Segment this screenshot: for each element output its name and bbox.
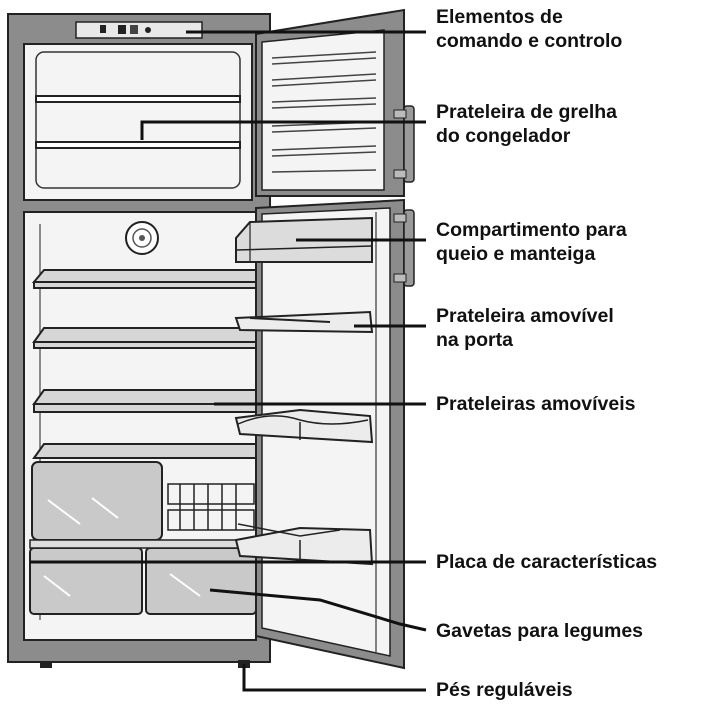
label-cheese-butter: Compartimento para queio e manteiga bbox=[436, 218, 627, 266]
label-freezer-grid-line1: Prateleira de grelha bbox=[436, 101, 618, 123]
label-feet: Pés reguláveis bbox=[436, 679, 573, 701]
label-cheese-butter-line1: Compartimento para bbox=[436, 219, 627, 241]
label-shelves: Prateleiras amovíveis bbox=[436, 393, 636, 415]
label-cheese-butter-line2: queio e manteiga bbox=[436, 243, 596, 265]
label-controls: Elementos de comando e controlo bbox=[436, 5, 622, 53]
control-panel bbox=[75, 21, 203, 39]
label-door-shelf-line1: Prateleira amovível bbox=[436, 305, 614, 327]
label-freezer-grid-line2: do congelador bbox=[436, 125, 571, 147]
label-door-shelf: Prateleira amovível na porta bbox=[436, 304, 614, 352]
door-shelves bbox=[234, 310, 374, 566]
freezer-grid-shelf bbox=[35, 95, 241, 103]
label-freezer-grid: Prateleira de grelha do congelador bbox=[436, 100, 617, 148]
freezer-door-handle bbox=[403, 105, 415, 183]
foot-left bbox=[40, 662, 52, 668]
fridge-door-handle bbox=[403, 209, 415, 287]
label-controls-line1: Elementos de bbox=[436, 6, 563, 28]
leader-lines bbox=[30, 30, 427, 692]
crisper-drawer-right bbox=[145, 547, 257, 615]
label-controls-line2: comando e controlo bbox=[436, 30, 623, 52]
wire-rack bbox=[167, 483, 255, 531]
label-door-shelf-line2: na porta bbox=[436, 329, 513, 351]
removable-shelves bbox=[31, 269, 257, 459]
label-rating-plate: Placa de características bbox=[436, 551, 658, 573]
label-crisper: Gavetas para legumes bbox=[436, 620, 644, 642]
crisper-drawer-left bbox=[29, 547, 143, 615]
